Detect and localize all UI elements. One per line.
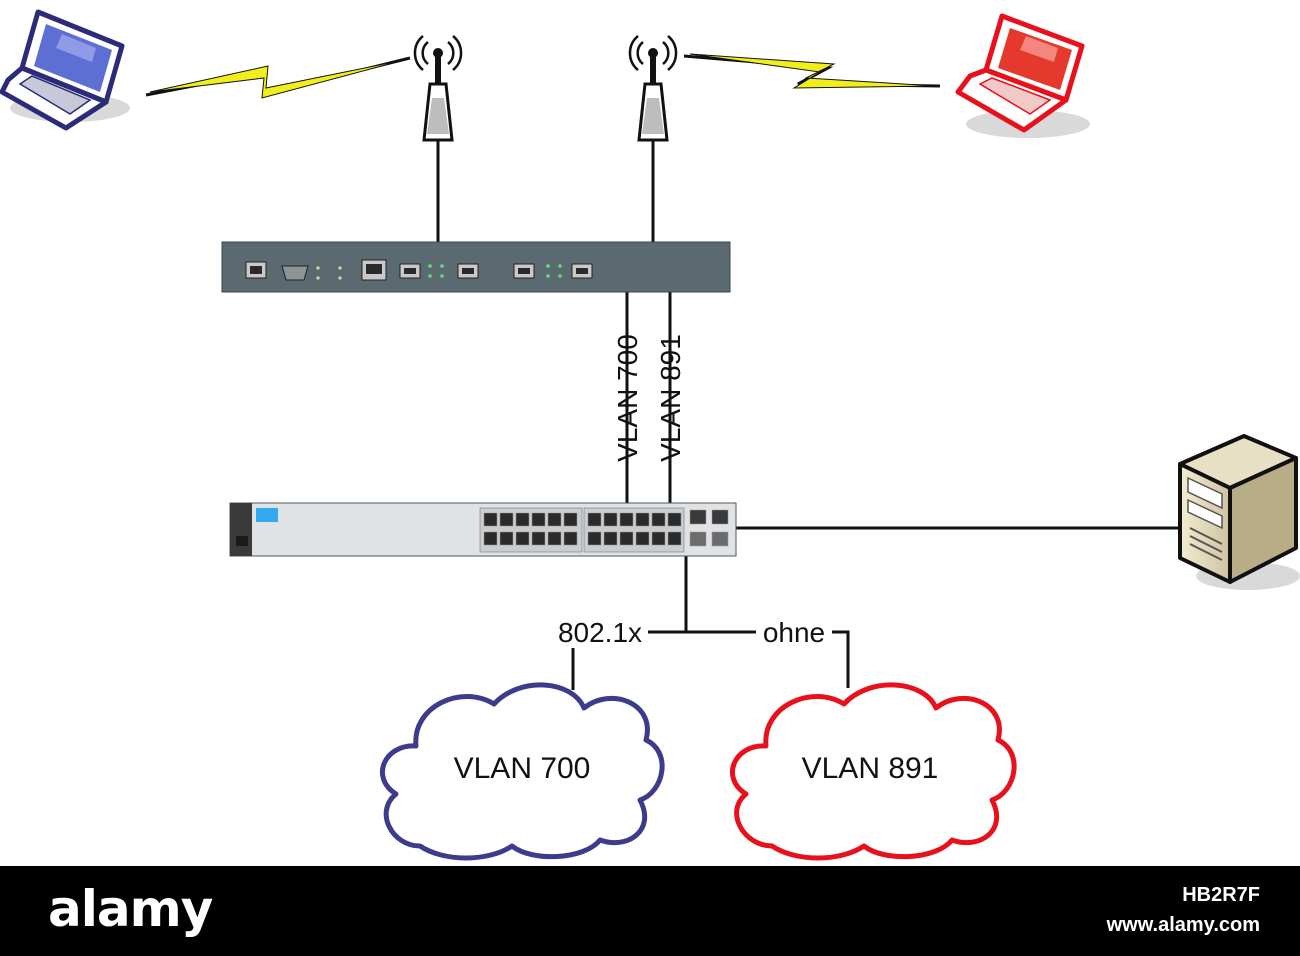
wlan-controller-device: [221, 241, 731, 293]
branch-ohne-label: ohne: [763, 617, 825, 648]
switch-port: [667, 512, 682, 527]
switch-port: [547, 512, 562, 527]
cloud-vlan-700-label: VLAN 700: [454, 752, 591, 785]
switch-port: [483, 531, 498, 546]
alamy-logo: alamy: [48, 880, 213, 938]
switch-port: [587, 531, 602, 546]
switch-port: [547, 531, 562, 546]
network-switch: [229, 502, 737, 557]
antenna-left-icon: [413, 35, 463, 142]
switch-port: [635, 531, 650, 546]
uplink-vlan-700-label: VLAN 700: [612, 334, 643, 462]
switch-port: [563, 531, 578, 546]
switch-uplink-port: [689, 531, 707, 547]
laptop-left-icon: [0, 9, 130, 131]
switch-port: [499, 531, 514, 546]
switch-port: [635, 512, 650, 527]
cloud-vlan-891: [730, 682, 1017, 861]
switch-port: [619, 512, 634, 527]
switch-port: [515, 512, 530, 527]
switch-port: [651, 512, 666, 527]
watermark-footer: alamy HB2R7F www.alamy.com: [0, 866, 1300, 956]
image-id: HB2R7F: [1182, 884, 1260, 906]
laptop-right-icon: [955, 13, 1090, 138]
switch-port: [587, 512, 602, 527]
switch-port: [651, 531, 666, 546]
switch-port: [619, 531, 634, 546]
switch-port: [667, 531, 682, 546]
switch-port: [531, 531, 546, 546]
connection-lines: [436, 140, 1182, 690]
cloud-vlan-891-label: VLAN 891: [802, 752, 939, 785]
switch-port: [499, 512, 514, 527]
server-tower-icon: [1178, 434, 1300, 590]
switch-port: [603, 512, 618, 527]
switch-port: [483, 512, 498, 527]
antenna-right-icon: [628, 35, 678, 142]
network-diagram: VLAN 700 VLAN 891 802.1x ohne VLAN 700 V…: [0, 9, 1300, 861]
switch-uplink-port: [711, 509, 729, 525]
cloud-vlan-700: [380, 682, 665, 861]
switch-port: [531, 512, 546, 527]
branch-8021x-label: 802.1x: [558, 617, 642, 648]
wireless-link-right: [683, 53, 941, 89]
site-url: www.alamy.com: [1106, 914, 1260, 936]
switch-port: [515, 531, 530, 546]
switch-uplink-port: [711, 531, 729, 547]
switch-port: [563, 512, 578, 527]
uplink-vlan-891-label: VLAN 891: [655, 334, 686, 462]
switch-uplink-port: [689, 509, 707, 525]
wireless-link-left: [145, 56, 411, 99]
switch-port: [603, 531, 618, 546]
